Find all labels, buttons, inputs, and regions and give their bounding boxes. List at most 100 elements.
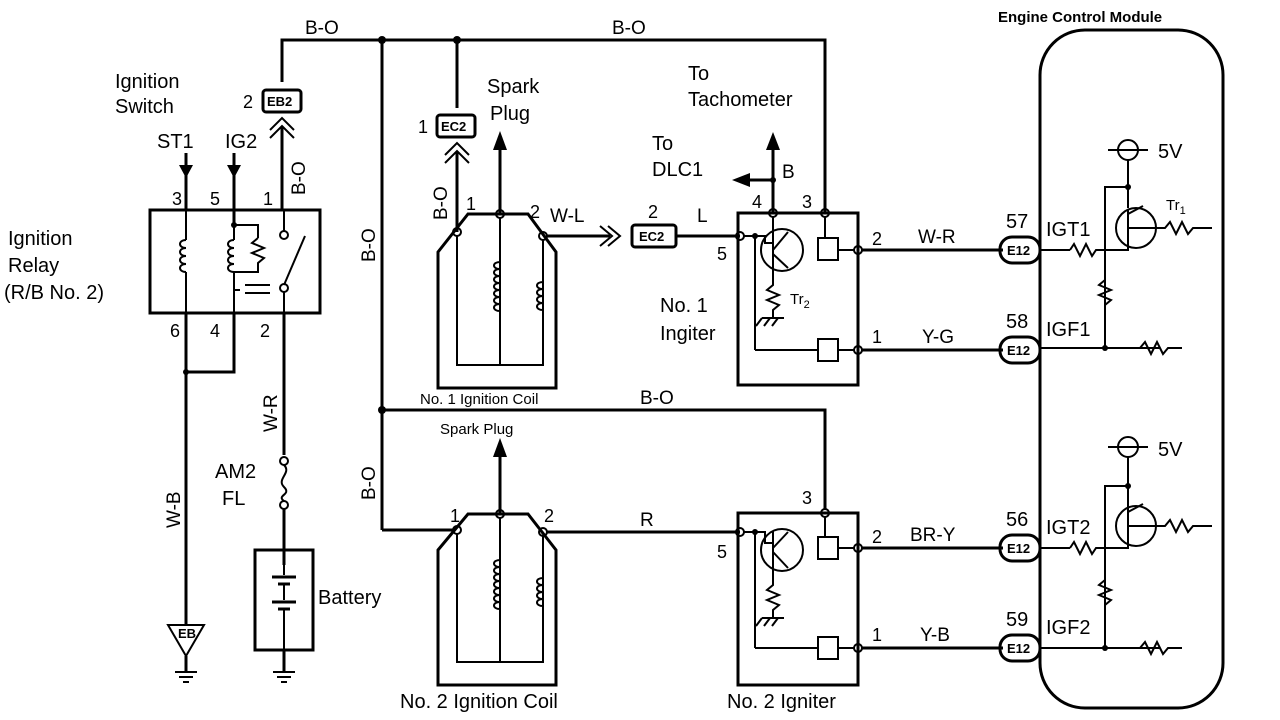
wire-label-b: B [782, 162, 795, 183]
igf1-label: IGF1 [1046, 319, 1090, 341]
no1-igniter-internals [735, 208, 863, 362]
spark-plug-2-label: Spark Plug [440, 421, 513, 438]
connector-ec2-mid-label: EC2 [639, 229, 664, 244]
wire-label-bry: BR-Y [910, 525, 956, 546]
am2-label-line2: FL [222, 488, 245, 510]
wire-label-l: L [697, 206, 708, 227]
ig2-pin-5: 5 [717, 542, 727, 562]
st1-label: ST1 [157, 131, 194, 153]
no2-coil-internals [452, 438, 548, 663]
wire-label-yg: Y-G [922, 327, 954, 348]
ecm-circuit-2 [1040, 436, 1212, 657]
wire-label-wb: W-B [164, 491, 185, 528]
relay-bottom-wires [183, 313, 286, 625]
spark-plug-1-label-line1: Spark [487, 76, 540, 98]
relay-internals [179, 210, 306, 313]
bo-bus-wires [280, 36, 827, 532]
wire-label-yb: Y-B [920, 625, 950, 646]
connector-e12-56-label: E12 [1007, 541, 1030, 556]
ig1-pin-1: 1 [872, 327, 882, 347]
wire-label-bo-lower: B-O [359, 466, 380, 500]
relay-pin-2: 2 [260, 321, 270, 341]
connector-eb2 [261, 88, 303, 114]
relay-label-line3: (R/B No. 2) [4, 282, 104, 304]
no2-igniter-label: No. 2 Igniter [727, 691, 836, 713]
relay-pin-6: 6 [170, 321, 180, 341]
spark-plug-1-label-line2: Plug [490, 103, 530, 125]
ec2-mid-pin: 2 [648, 202, 658, 222]
connector-e12-59-label: E12 [1007, 641, 1030, 656]
ecm-box [1038, 28, 1225, 710]
ecm-pin-57: 57 [1006, 211, 1028, 233]
connector-e12-58-label: E12 [1007, 343, 1030, 358]
ig2-pin-3: 3 [802, 488, 812, 508]
tach-dlc-wires [732, 132, 780, 213]
battery-label: Battery [318, 587, 381, 609]
wire-label-wr-ecm: W-R [918, 227, 956, 248]
wire-label-r: R [640, 510, 654, 531]
ec2-top-pin: 1 [418, 117, 428, 137]
wire-label-bo-ec2: B-O [431, 186, 452, 220]
to-tachometer-label-line2: Tachometer [688, 89, 793, 111]
no1-igniter-label-line1: No. 1 [660, 295, 708, 317]
wire-label-wr-relay: W-R [261, 394, 282, 432]
battery-cells [272, 550, 296, 683]
ig1-pin-3: 3 [802, 192, 812, 212]
ignition-switch-label-line2: Switch [115, 96, 174, 118]
coil2-pin-1: 1 [450, 506, 460, 526]
igt1-label: IGT1 [1046, 219, 1090, 241]
no1-igniter-box [736, 211, 860, 387]
eb2-pin: 2 [243, 92, 253, 112]
to-tachometer-label-line1: To [688, 63, 709, 85]
connector-eb2-label: EB2 [267, 94, 292, 109]
no2-igniter-box [736, 511, 860, 687]
ecm-pin-56: 56 [1006, 509, 1028, 531]
no1-igniter-label-line2: Ingiter [660, 323, 716, 345]
ig1-pin-5: 5 [717, 244, 727, 264]
wire-label-bo-mid: B-O [640, 388, 674, 409]
wire-label-bo-top-left: B-O [305, 18, 339, 39]
ecm-circuit-1 [1040, 139, 1212, 357]
ig2-label: IG2 [225, 131, 257, 153]
tr2-label: Tr2 [790, 291, 810, 311]
coil1-pin-2: 2 [530, 202, 540, 222]
no2-igniter-internals [735, 508, 863, 660]
relay-pin-4: 4 [210, 321, 220, 341]
no1-ignition-coil-label: No. 1 Ignition Coil [420, 391, 538, 408]
no1-ignition-coil-body [436, 212, 558, 390]
to-dlc1-label-line2: DLC1 [652, 159, 703, 181]
5v-label-2: 5V [1158, 439, 1183, 461]
tr1-label: Tr1 [1166, 197, 1186, 217]
coil1-pin-1: 1 [466, 194, 476, 214]
wire-label-bo-top-right: B-O [612, 18, 646, 39]
no2-ignition-coil-label: No. 2 Ignition Coil [400, 691, 558, 713]
wire-label-wl: W-L [550, 206, 584, 227]
relay-pin-3: 3 [172, 189, 182, 209]
ig2-pin-1: 1 [872, 625, 882, 645]
connector-e12-57-label: E12 [1007, 243, 1030, 258]
to-dlc1-label-line1: To [652, 133, 673, 155]
igf2-label: IGF2 [1046, 617, 1090, 639]
ig1-pin-4: 4 [752, 192, 762, 212]
no2-ignition-coil-body [436, 512, 558, 687]
relay-label-line2: Relay [8, 255, 59, 277]
ground-eb-label: EB [178, 626, 196, 641]
5v-label-1: 5V [1158, 141, 1183, 163]
connector-ec2-top [435, 113, 477, 139]
ecm-title: Engine Control Module [998, 9, 1162, 26]
ig2-pin-2: 2 [872, 527, 882, 547]
igt2-label: IGT2 [1046, 517, 1090, 539]
relay-pin-5: 5 [210, 189, 220, 209]
connector-e12-58 [998, 335, 1042, 365]
coil2-pin-2: 2 [544, 506, 554, 526]
wire-label-bo-vertical: B-O [359, 228, 380, 262]
connector-ec2-top-label: EC2 [441, 119, 466, 134]
relay-label-line1: Ignition [8, 228, 73, 250]
wire-label-bo-relay: B-O [289, 161, 310, 195]
ecm-pin-59: 59 [1006, 609, 1028, 631]
ignition-switch-label-line1: Ignition [115, 71, 180, 93]
relay-pin-1: 1 [263, 189, 273, 209]
no1-coil-internals [452, 131, 548, 366]
am2-label-line1: AM2 [215, 461, 256, 483]
